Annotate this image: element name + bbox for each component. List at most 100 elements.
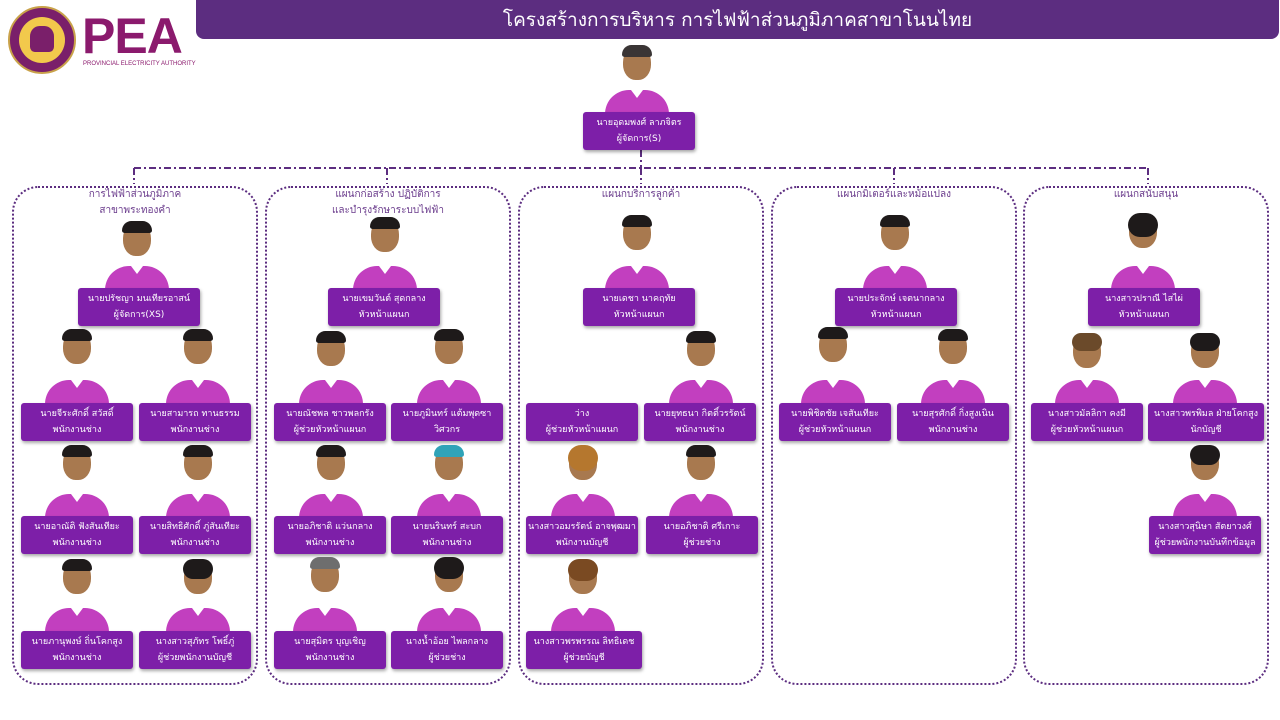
person-photo [862,215,928,290]
person-position: พนักงานช่าง [928,425,978,435]
department-title: แผนกบริการลูกค้า [601,189,681,200]
person-photo [104,221,170,290]
person-position: พนักงานช่าง [52,425,102,435]
person-position: ผู้ช่วยช่าง [428,653,466,663]
person-position: พนักงานช่าง [422,538,472,548]
person-position: ผู้ช่วยพนักงานบันทึกข้อมูล [1154,538,1256,548]
department-box-2 [265,186,511,685]
person-label: นายภูมินทร์ แต้มพุดซาวิศวกร [391,403,503,441]
person-name: นายอภิชาติ แว่นกลาง [287,522,373,532]
person-label: นายอุดมพงศ์ ลาภจิตร ผู้จัดการ(S) [583,112,695,150]
person-position: หัวหน้าแผนก [870,310,922,320]
page-title: โครงสร้างการบริหาร การไฟฟ้าส่วนภูมิภาคสา… [196,0,1279,39]
person-name: นายเดชา นาคฤทัย [602,294,676,304]
person-label: นายจีระศักดิ์ สวัสดิ์พนักงานช่าง [21,403,133,441]
person-label: นายเขมวันต์ สุดกลางหัวหน้าแผนก [328,288,440,326]
person-position: ผู้ช่วยหัวหน้าแผนก [545,425,619,435]
person-name: นายประจักษ์ เจตนากลาง [847,294,945,304]
person-name: นายยุทธนา กิตติ์วรรัตน์ [654,409,746,419]
person-photo [165,559,231,632]
person-name: นายเขมวันต์ สุดกลาง [342,294,426,304]
person-name: นายอุดมพงศ์ ลาภจิตร [596,118,682,128]
person-name: นายภูมินทร์ แต้มพุดซา [402,409,492,419]
person-photo [604,215,670,290]
person-photo [44,329,110,404]
pea-seal-icon [8,6,76,74]
person-position: พนักงานช่าง [305,538,355,548]
person-label: นายสิทธิศักดิ์ ภู่สันเทียะพนักงานช่าง [139,516,251,554]
person-photo [1172,333,1238,404]
person-photo [416,557,482,632]
person-position: พนักงานช่าง [52,538,102,548]
person-label: นางสาวปราณี ไสไผ่หัวหน้าแผนก [1088,288,1200,326]
person-label: นายประจักษ์ เจตนากลางหัวหน้าแผนก [835,288,957,326]
person-photo [550,559,616,632]
person-photo [165,329,231,404]
person-label: นายภานุพงษ์ ถิ่นโคกสูงพนักงานช่าง [21,631,133,669]
person-photo [292,557,358,632]
person-photo [800,327,866,404]
person-position: วิศวกร [433,425,461,435]
person-photo [668,331,734,404]
person-name: นายนรินทร์ สะบก [412,522,482,532]
person-label: นางสาวสุนิษา สัตยาวงศ์ผู้ช่วยพนักงานบันท… [1149,516,1261,554]
person-label: นางสาวอมรรัตน์ อาจพุฒมาพนักงานบัญชี [526,516,638,554]
person-photo [416,329,482,404]
person-name: นายจีระศักดิ์ สวัสดิ์ [40,409,114,419]
person-position: ผู้จัดการ(XS) [113,310,165,320]
person-position: พนักงานช่าง [305,653,355,663]
person-position: นักบัญชี [1190,425,1222,435]
person-photo [604,42,670,114]
person-position: ผู้ช่วยพนักงานบัญชี [157,653,233,663]
person-position: ผู้ช่วยบัญชี [563,653,605,663]
person-name: นางสาวพรพิมล ฝ่ายโคกสูง [1153,409,1258,419]
person-position: หัวหน้าแผนก [613,310,665,320]
person-name: นายอภิชาติ ศรีเกาะ [663,522,741,532]
person-photo [920,329,986,404]
person-label: นายสุมิตร บุญเชิญพนักงานช่าง [274,631,386,669]
person-name: นายพิชิตชัย เจสันเทียะ [791,409,879,419]
person-label: นายยุทธนา กิตติ์วรรัตน์พนักงานช่าง [644,403,756,441]
department-title: แผนกก่อสร้าง ปฏิบัติการและบำรุงรักษาระบบ… [331,189,445,216]
person-label: นางสาวสุภัทร โพธิ์ภู่ผู้ช่วยพนักงานบัญชี [139,631,251,669]
person-position: ผู้จัดการ(S) [616,134,662,144]
person-position: ผู้ช่วยหัวหน้าแผนก [1050,425,1124,435]
person-label: นายอภิชาติ ศรีเกาะผู้ช่วยช่าง [646,516,758,554]
person-label: นายณัชพล ชาวพลกรังผู้ช่วยหัวหน้าแผนก [274,403,386,441]
person-name: นางสาวมัลลิกา คงมี [1048,409,1126,419]
person-photo [298,331,364,404]
person-name: ว่าง [574,409,590,419]
person-label: นางน้ำอ้อย ไพลกลางผู้ช่วยช่าง [391,631,503,669]
person-position: ผู้ช่วยหัวหน้าแผนก [293,425,367,435]
person-position: หัวหน้าแผนก [358,310,410,320]
person-photo [44,445,110,518]
person-label: นางสาวพรพรรณ ลิทธิเดชผู้ช่วยบัญชี [526,631,642,669]
department-box-1 [12,186,258,685]
person-name: นางสาวพรพรรณ ลิทธิเดช [533,637,635,647]
department-title: แผนกสนับสนุน [1113,189,1179,200]
person-label: นายเดชา นาคฤทัยหัวหน้าแผนก [583,288,695,326]
person-photo [352,217,418,290]
person-name: นายอาณัติ ฟังสันเทียะ [34,522,120,532]
person-name: นางน้ำอ้อย ไพลกลาง [405,637,489,647]
pea-logo: PEA PROVINCIAL ELECTRICITY AUTHORITY [8,6,200,76]
department-title: การไฟฟ้าส่วนภูมิภาคสาขาพระทองคำ [88,189,182,216]
person-name: นางสาวสุภัทร โพธิ์ภู่ [155,637,235,647]
person-photo [550,445,616,518]
person-label: นายสุรศักดิ์ กิ่งสูงเนินพนักงานช่าง [897,403,1009,441]
person-photo [44,559,110,632]
person-position: พนักงานช่าง [170,538,220,548]
person-photo [1172,445,1238,518]
person-label: นายนรินทร์ สะบกพนักงานช่าง [391,516,503,554]
person-label: นางสาวพรพิมล ฝ่ายโคกสูงนักบัญชี [1148,403,1264,441]
person-label: ว่างผู้ช่วยหัวหน้าแผนก [526,403,638,441]
person-photo [1110,213,1176,290]
person-name: นางสาวสุนิษา สัตยาวงศ์ [1158,522,1252,532]
person-label: นายสามารถ ทานธรรมพนักงานช่าง [139,403,251,441]
person-position: พนักงานบัญชี [555,538,609,548]
person-name: นางสาวอมรรัตน์ อาจพุฒมา [528,522,636,532]
person-position: พนักงานช่าง [52,653,102,663]
department-box-5 [1023,186,1269,685]
person-label: นายอภิชาติ แว่นกลางพนักงานช่าง [274,516,386,554]
